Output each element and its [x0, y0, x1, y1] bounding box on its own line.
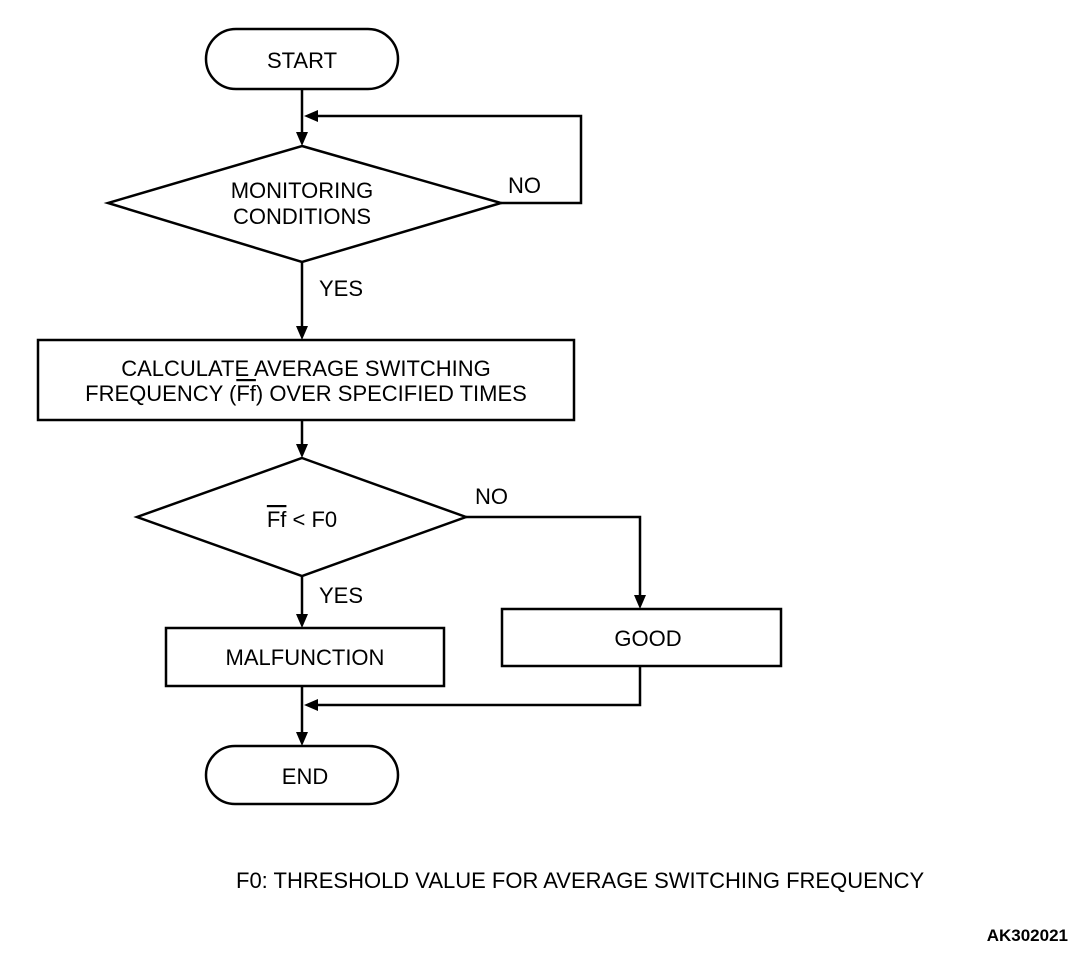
calculate-process: CALCULATE AVERAGE SWITCHING FREQUENCY (F…: [36, 338, 576, 422]
comparison-label-rest: < F0: [286, 507, 337, 532]
calc-label-line2-pre: FREQUENCY (: [85, 381, 237, 406]
arrowhead-merge: [304, 699, 318, 711]
monitoring-yes-label: YES: [319, 276, 363, 301]
monitoring-label-line2: CONDITIONS: [233, 204, 371, 229]
connector-comparison-no: [466, 515, 642, 595]
arrowhead-into-malfunction: [296, 614, 308, 628]
comparison-yes-label: YES: [319, 583, 363, 608]
malfunction-label: MALFUNCTION: [226, 645, 385, 670]
loop-monitoring-no: [318, 114, 583, 205]
monitoring-decision: MONITORING CONDITIONS: [103, 144, 506, 264]
monitoring-no-label: NO: [508, 173, 541, 198]
calc-label-line1: CALCULATE AVERAGE SWITCHING: [121, 356, 491, 381]
comparison-no-label: NO: [475, 484, 508, 509]
comparison-decision: Ff < F0: [133, 456, 470, 578]
threshold-footnote: F0: THRESHOLD VALUE FOR AVERAGE SWITCHIN…: [236, 868, 925, 893]
arrowhead-into-monitoring: [296, 132, 308, 146]
good-label: GOOD: [614, 626, 681, 651]
good-process: GOOD: [500, 607, 783, 668]
comparison-label-ff: Ff: [267, 507, 287, 532]
start-node: START: [204, 27, 400, 91]
arrowhead-into-comparison: [296, 444, 308, 458]
monitoring-label-line1: MONITORING: [231, 178, 374, 203]
calc-label-line2-post: ) OVER SPECIFIED TIMES: [256, 381, 527, 406]
connector-good-merge: [318, 666, 642, 707]
start-label: START: [267, 48, 337, 73]
arrowhead-loop-return: [304, 110, 318, 122]
arrowhead-into-end: [296, 732, 308, 746]
figure-id: AK302021: [986, 926, 1068, 945]
calc-label-line2-ff: Ff: [236, 381, 256, 406]
end-node: END: [204, 744, 400, 806]
calc-label-line2: FREQUENCY (Ff) OVER SPECIFIED TIMES: [85, 381, 527, 406]
arrowhead-into-good: [634, 595, 646, 609]
arrowhead-into-calc: [296, 326, 308, 340]
end-label: END: [282, 764, 328, 789]
comparison-label: Ff < F0: [267, 507, 337, 532]
malfunction-process: MALFUNCTION: [164, 626, 446, 688]
